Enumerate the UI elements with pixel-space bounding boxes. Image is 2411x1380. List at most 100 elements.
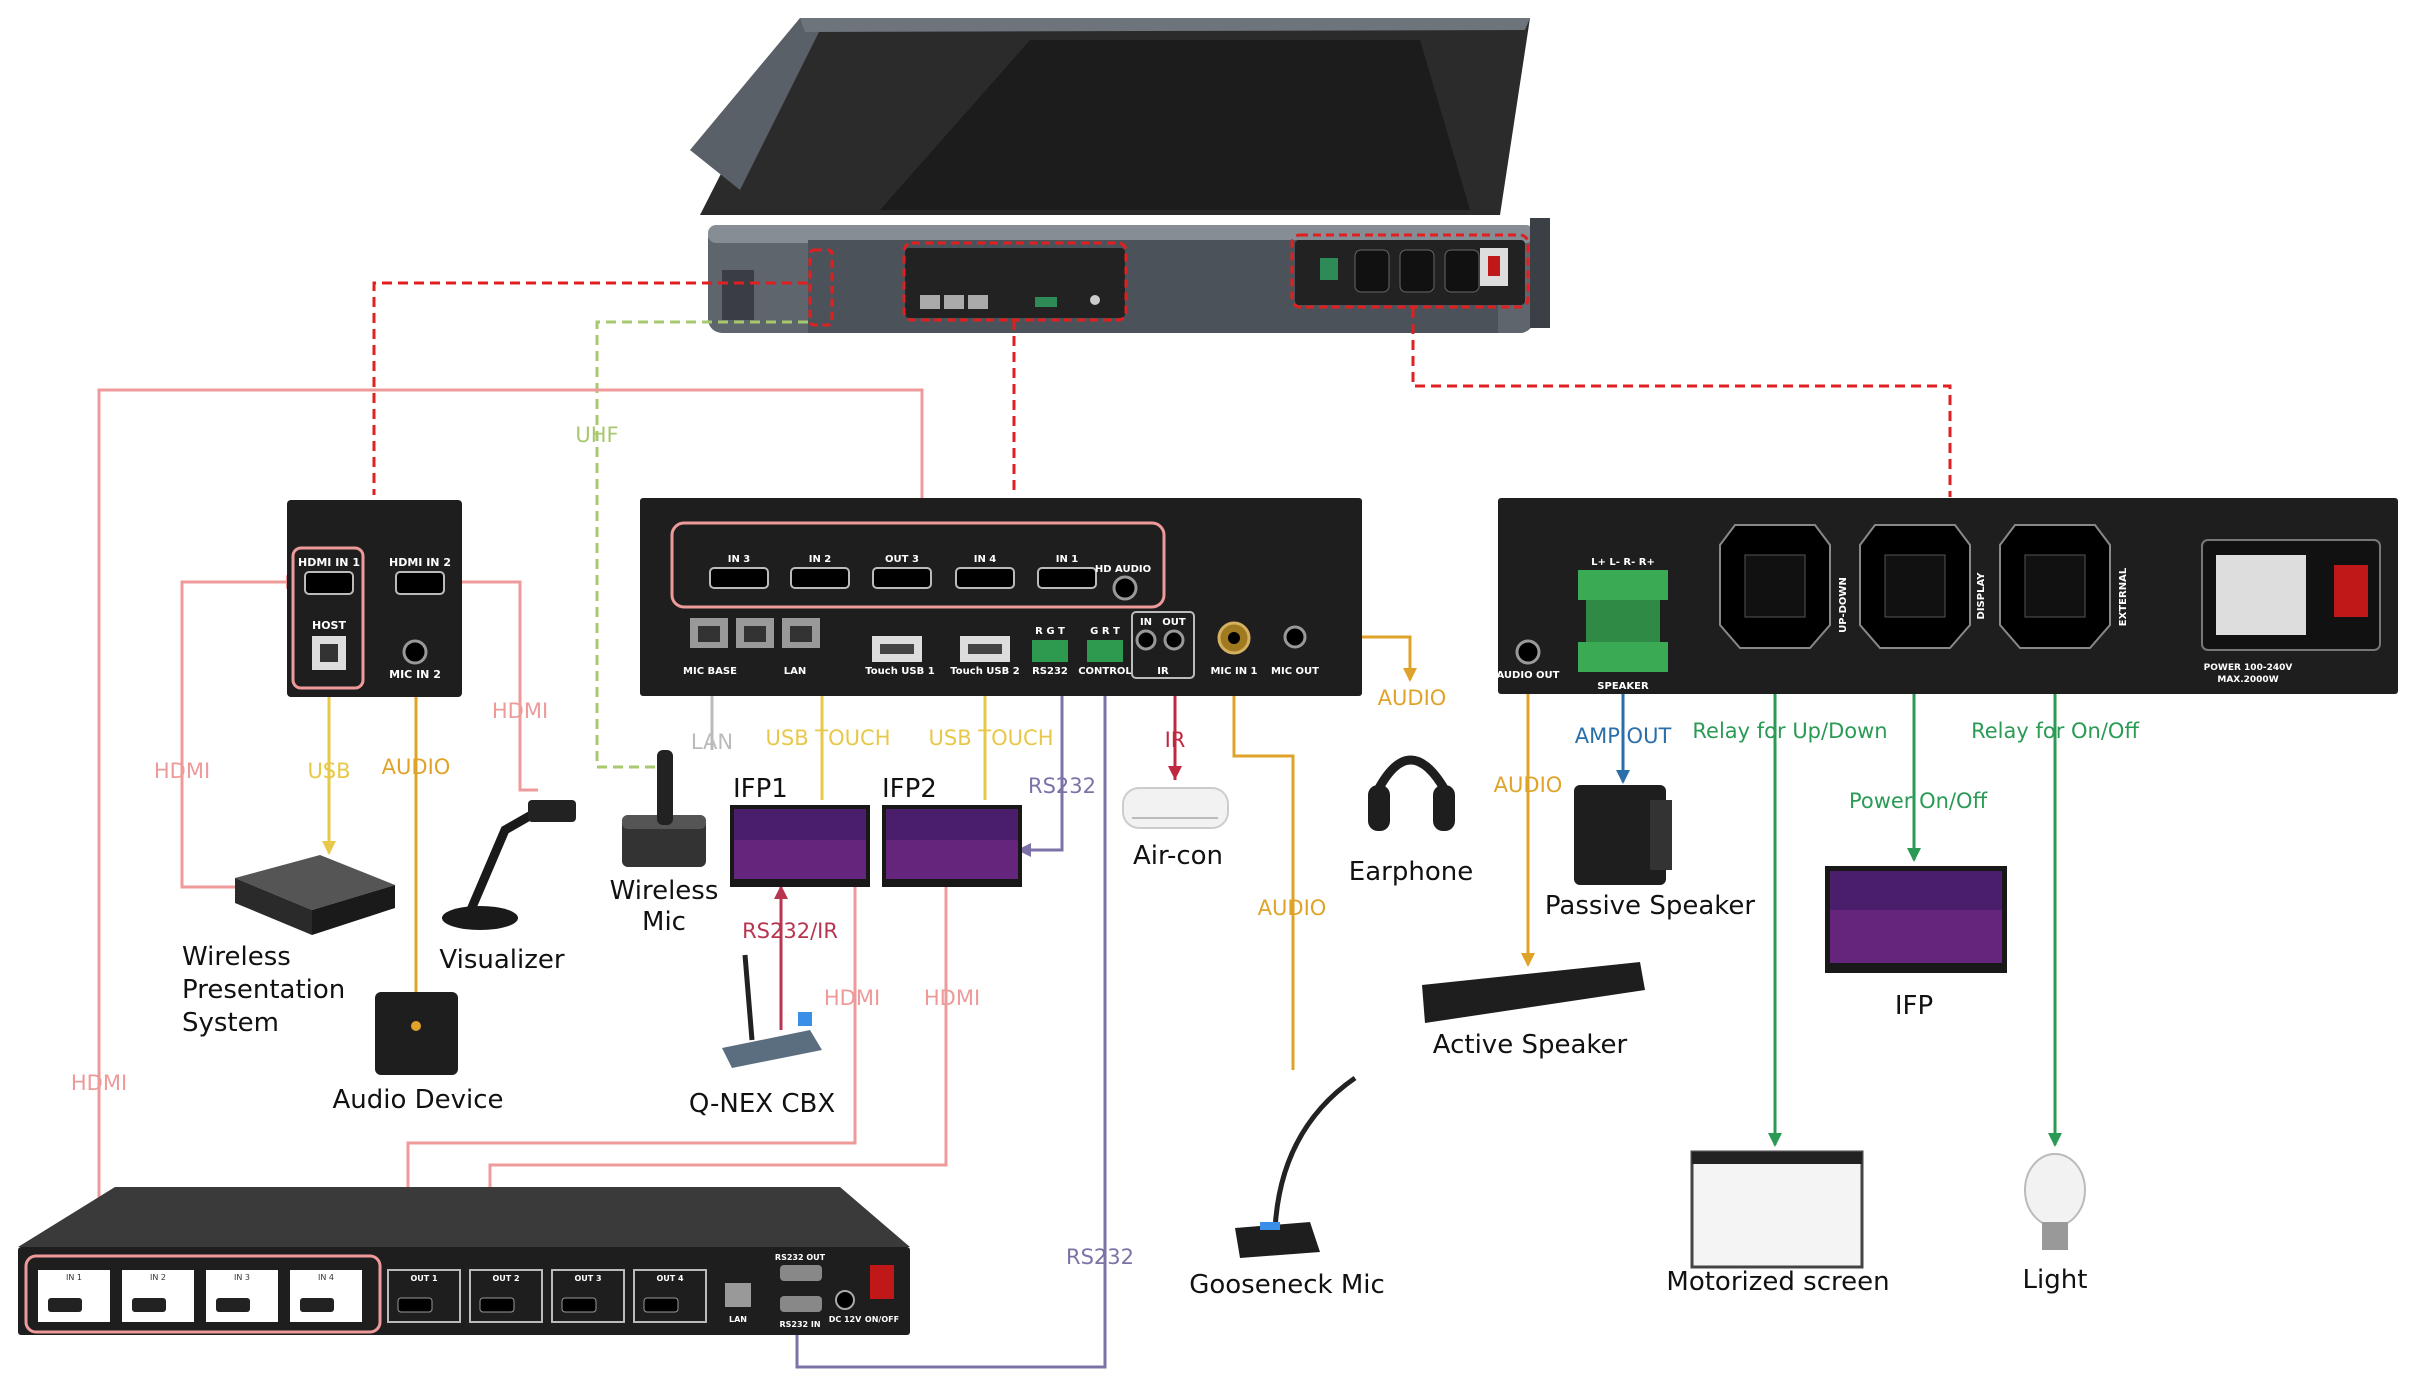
av-grt-label: G R T (1090, 626, 1120, 637)
wireless-mic (622, 750, 706, 867)
usb-label: USB (307, 759, 350, 783)
active-speaker-label: Active Speaker (1433, 1030, 1628, 1060)
wall-hdmi-in-2-label: HDMI IN 2 (389, 556, 451, 569)
matrix-out-3: OUT 3 (574, 1274, 601, 1283)
pw-speaker-label: SPEAKER (1597, 681, 1649, 692)
air-conditioner (1122, 787, 1229, 829)
earphone-label: Earphone (1349, 857, 1473, 887)
av-in3-label: IN 3 (728, 554, 751, 565)
audio-label-active: AUDIO (1494, 773, 1563, 797)
power-on-off-label: Power On/Off (1849, 789, 1988, 813)
matrix-on-off: ON/OFF (865, 1315, 899, 1324)
wall-hdmi-in-1-label: HDMI IN 1 (298, 556, 360, 569)
light-label: Light (2023, 1265, 2088, 1295)
motorized-screen (1690, 1150, 1864, 1269)
audio-device-label: Audio Device (332, 1085, 503, 1115)
wps-label-line2: Presentation (182, 975, 345, 1005)
visualizer (442, 800, 576, 930)
hdmi-label-ifp2: HDMI (924, 986, 980, 1010)
matrix-in-3: IN 3 (234, 1273, 250, 1282)
rs232-label-matrix: RS232 (1066, 1245, 1134, 1269)
matrix-out-2: OUT 2 (492, 1274, 519, 1283)
av-ir-label: IR (1157, 666, 1169, 677)
qnex-label: Q-NEX CBX (689, 1089, 835, 1119)
relay-up-down-label: Relay for Up/Down (1692, 719, 1887, 743)
aircon-label: Air-con (1133, 841, 1223, 871)
av-touch-usb-1-label: Touch USB 1 (865, 666, 934, 677)
hdmi-label-far-left: HDMI (71, 1071, 127, 1095)
hdmi-label-visualizer: HDMI (492, 699, 548, 723)
qnex-cbx (722, 954, 822, 1068)
av-in1-label: IN 1 (1056, 554, 1079, 565)
usb-touch-label-2: USB TOUCH (929, 726, 1054, 750)
passive-speaker (1574, 785, 1672, 885)
passive-speaker-label: Passive Speaker (1545, 891, 1755, 921)
light-bulb (2024, 1153, 2086, 1250)
hdmi-matrix: IN 1 IN 2 IN 3 IN 4 OUT 1 OUT 2 OUT 3 OU… (18, 1187, 910, 1335)
amp-out-label: AMP OUT (1575, 724, 1672, 748)
av-control-label: CONTROL (1078, 666, 1132, 677)
hdmi-label-ifp1: HDMI (824, 986, 880, 1010)
matrix-out-4: OUT 4 (656, 1274, 684, 1283)
wps-label-line3: System (182, 1008, 279, 1038)
earphone (1368, 755, 1455, 831)
ifp2-screen (882, 805, 1022, 887)
connection-labels: UHF HDMI HDMI HDMI USB AUDIO LAN USB TOU… (71, 423, 2140, 1269)
av-touch-usb-2-label: Touch USB 2 (950, 666, 1019, 677)
rs232-ir-label: RS232/IR (742, 919, 838, 943)
active-speaker (1422, 962, 1645, 1023)
ifp-screen (1825, 866, 2007, 973)
av-lan-label: LAN (784, 666, 806, 677)
hdmi-label-wps: HDMI (154, 759, 210, 783)
lan-label: LAN (691, 730, 733, 754)
dashed-links (372, 281, 1952, 769)
audio-label-earphone: AUDIO (1378, 686, 1447, 710)
av-hd-audio-label: HD AUDIO (1095, 564, 1151, 575)
relay-on-off-label: Relay for On/Off (1971, 719, 2139, 743)
av-mic-out-label: MIC OUT (1271, 666, 1319, 677)
podium-unit (690, 18, 1550, 333)
matrix-rs232-out: RS232 OUT (775, 1253, 826, 1262)
av-ir-in-label: IN (1140, 617, 1152, 628)
audio-device (375, 992, 458, 1075)
av-control-panel: IN 3 IN 2 OUT 3 IN 4 IN 1 HD AUDIO MIC B… (640, 498, 1362, 696)
wps-label-line1: Wireless (182, 942, 291, 972)
wireless-presentation-system (235, 855, 395, 935)
pw-power-spec-2: MAX.2000W (2217, 675, 2278, 685)
wireless-mic-label-line1: Wireless (610, 876, 719, 906)
av-out3-label: OUT 3 (885, 554, 919, 565)
matrix-rs232-in: RS232 IN (779, 1320, 820, 1329)
ifp1-screen (730, 805, 870, 887)
matrix-in-4: IN 4 (318, 1273, 334, 1282)
gooseneck-label: Gooseneck Mic (1189, 1270, 1385, 1300)
pw-up-down-label: UP-DOWN (1838, 577, 1849, 633)
wireless-mic-label-line2: Mic (642, 907, 686, 937)
ir-label: IR (1165, 728, 1186, 752)
pw-external-label: EXTERNAL (2118, 567, 2129, 626)
ifp1-label: IFP1 (733, 774, 788, 804)
visualizer-label: Visualizer (439, 945, 564, 975)
matrix-in-1: IN 1 (66, 1273, 82, 1282)
av-mic-base-label: MIC BASE (683, 666, 737, 677)
rs232-label-ifp2: RS232 (1028, 774, 1096, 798)
av-ir-out-label: OUT (1162, 617, 1186, 628)
matrix-in-2: IN 2 (150, 1273, 166, 1282)
usb-touch-label-1: USB TOUCH (766, 726, 891, 750)
pw-display-label: DISPLAY (1976, 572, 1987, 620)
av-in2-label: IN 2 (809, 554, 832, 565)
ifp2-label: IFP2 (882, 774, 937, 804)
av-rgt-label: R G T (1035, 626, 1065, 637)
audio-label-device: AUDIO (382, 755, 451, 779)
av-in4-label: IN 4 (974, 554, 997, 565)
matrix-dc: DC 12V (829, 1315, 862, 1324)
matrix-out-1: OUT 1 (410, 1274, 438, 1283)
av-rs232-label: RS232 (1032, 666, 1068, 677)
audio-label-gooseneck: AUDIO (1258, 896, 1327, 920)
ifp-label: IFP (1895, 991, 1933, 1021)
av-mic-in-1-label: MIC IN 1 (1210, 666, 1257, 677)
uhf-label: UHF (575, 423, 618, 447)
motorized-screen-label: Motorized screen (1666, 1267, 1889, 1297)
pw-audio-out-label: AUDIO OUT (1497, 670, 1560, 681)
gooseneck-mic (1235, 1075, 1357, 1258)
